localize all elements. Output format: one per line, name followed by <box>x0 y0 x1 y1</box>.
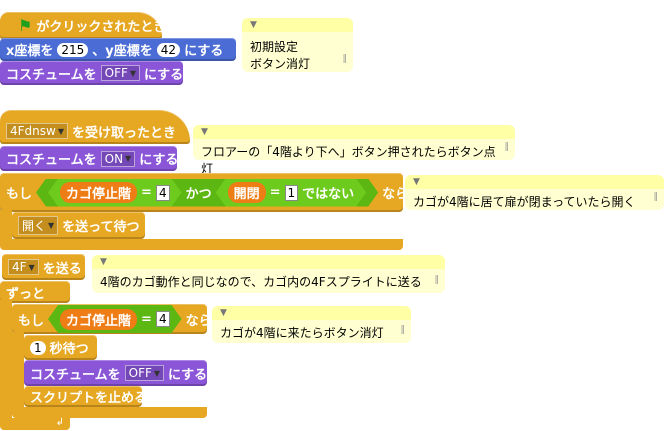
resize-grip-icon[interactable]: ‖ <box>653 192 659 202</box>
message-value: 開く <box>22 219 47 233</box>
costume-dropdown[interactable]: OFF▼ <box>100 65 141 81</box>
and-label: かつ <box>185 187 212 202</box>
message-dropdown[interactable]: 4Fdnsw▼ <box>6 123 68 139</box>
message-value: 4F <box>12 260 27 274</box>
wait-block[interactable]: 1 秒待つ <box>24 335 97 360</box>
collapse-triangle-icon[interactable]: ▼ <box>220 308 227 318</box>
costume-suffix: にする <box>144 67 184 83</box>
collapse-triangle-icon[interactable]: ▼ <box>413 177 420 187</box>
stop-script-block[interactable]: スクリプトを止める <box>24 386 147 407</box>
equals-sign: = <box>269 185 281 200</box>
costume-dropdown[interactable]: ON▼ <box>100 150 136 167</box>
collapse-triangle-icon[interactable]: ▼ <box>250 20 257 30</box>
y-input[interactable]: 42 <box>156 42 181 57</box>
hat-label: を受け取ったとき <box>71 125 176 141</box>
resize-grip-icon[interactable]: ‖ <box>400 325 406 335</box>
if-label: もし <box>18 313 45 329</box>
stop-label: スクリプトを止める <box>30 391 148 406</box>
comment-initial-setup[interactable]: ▼ 初期設定 ボタン消灯 ‖ <box>242 18 353 72</box>
costume-label: コスチュームを <box>30 367 121 383</box>
dropdown-arrow-icon: ▼ <box>153 368 161 378</box>
costume-dropdown[interactable]: OFF▼ <box>124 365 165 381</box>
comment-button-light[interactable]: ▼ フロアーの「4階より下へ」ボタン押されたらボタン点灯 ‖ <box>193 125 515 176</box>
comment-text: フロアーの「4階より下へ」ボタン押されたらボタン点灯 <box>201 145 496 176</box>
collapse-triangle-icon[interactable]: ▼ <box>100 257 107 267</box>
green-flag-icon: ⚑ <box>18 16 33 35</box>
costume-suffix: にする <box>168 367 208 383</box>
forever-label: ずっと <box>6 286 46 302</box>
costume-suffix: にする <box>139 153 179 168</box>
comment-open-door[interactable]: ▼ カゴが4階に居て扉が閉まっていたら開く ‖ <box>405 175 664 210</box>
broadcast-block[interactable]: 4F▼ を送る <box>2 254 85 280</box>
resize-grip-icon[interactable]: ‖ <box>342 54 348 64</box>
when-receive-hat-block[interactable]: 4Fdnsw▼ を受け取ったとき <box>0 110 190 144</box>
comment-text: 初期設定 ボタン消灯 <box>250 40 311 71</box>
broadcast-label: を送る <box>42 261 82 277</box>
dropdown-arrow-icon: ▼ <box>125 154 132 163</box>
comment-text: カゴが4階に居て扉が閉まっていたら開く <box>413 195 636 209</box>
equals-sign: = <box>141 311 152 327</box>
goto-x-label: x座標を <box>6 44 54 59</box>
collapse-triangle-icon[interactable]: ▼ <box>201 127 208 137</box>
variable-reporter[interactable]: カゴ停止階 <box>60 309 137 330</box>
costume-value: OFF <box>104 66 128 80</box>
costume-value: OFF <box>128 366 152 380</box>
if-block[interactable]: もし カゴ停止階=4 なら <box>12 304 212 334</box>
comment-turn-off[interactable]: ▼ カゴが4階に来たらボタン消灯 ‖ <box>212 306 411 343</box>
seconds-input[interactable]: 1 <box>30 340 46 355</box>
if-label: もし <box>6 187 33 202</box>
if-bottom <box>0 239 403 250</box>
costume-value: ON <box>104 151 124 166</box>
variable-reporter[interactable]: 開閉 <box>228 182 266 203</box>
goto-xy-block[interactable]: x座標を 215 、y座標を 42 にする <box>0 38 236 61</box>
dropdown-arrow-icon: ▼ <box>129 68 137 78</box>
value-input[interactable]: 4 <box>156 185 170 201</box>
variable-reporter[interactable]: カゴ停止階 <box>60 182 137 203</box>
costume-label: コスチュームを <box>6 67 97 83</box>
equals-sign: = <box>141 185 152 200</box>
switch-costume-block[interactable]: コスチュームを OFF▼ にする <box>24 360 207 386</box>
hat-label: がクリックされたとき <box>36 20 167 35</box>
message-dropdown[interactable]: 開く▼ <box>18 216 59 235</box>
switch-costume-block[interactable]: コスチュームを OFF▼ にする <box>0 61 183 85</box>
wait-label: 秒待つ <box>49 342 89 357</box>
then-label: なら <box>382 187 409 202</box>
if-arm <box>0 210 12 242</box>
dropdown-arrow-icon: ▼ <box>28 262 35 272</box>
if-arm <box>12 332 24 410</box>
goto-y-label: 、y座標を <box>92 44 153 59</box>
equals-operator[interactable]: カゴ停止階=4 <box>48 305 182 333</box>
resize-grip-icon[interactable]: ‖ <box>504 142 510 152</box>
forever-block[interactable]: ずっと <box>0 281 70 303</box>
message-value: 4Fdnsw <box>10 124 56 138</box>
resize-grip-icon[interactable]: ‖ <box>434 275 440 285</box>
goto-suffix: にする <box>184 44 224 59</box>
costume-label: コスチュームを <box>6 153 97 168</box>
loop-arrow-icon: ↲ <box>55 417 64 428</box>
comment-send-4f[interactable]: ▼ 4階のカゴ動作と同じなので、カゴ内の4Fスプライトに送る ‖ <box>92 255 445 293</box>
if-bottom <box>12 407 207 418</box>
comment-text: 4階のカゴ動作と同じなので、カゴ内の4Fスプライトに送る <box>100 275 422 289</box>
x-input[interactable]: 215 <box>57 42 89 57</box>
not-label: ではない <box>302 187 355 202</box>
forever-arm <box>0 300 12 420</box>
broadcast-wait-label: を送って待つ <box>62 220 140 235</box>
switch-costume-block[interactable]: コスチュームを ON▼ にする <box>0 146 179 171</box>
dropdown-arrow-icon: ▼ <box>48 221 55 230</box>
value-input[interactable]: 1 <box>285 185 299 201</box>
then-label: なら <box>185 313 212 329</box>
green-flag-hat-block[interactable]: ⚑ がクリックされたとき <box>0 12 166 39</box>
message-dropdown[interactable]: 4F▼ <box>8 259 39 275</box>
value-input[interactable]: 4 <box>156 311 170 327</box>
broadcast-and-wait-block[interactable]: 開く▼ を送って待つ <box>12 212 145 239</box>
equals-operator[interactable]: カゴ停止階 = 4 <box>48 179 182 207</box>
comment-text: カゴが4階に来たらボタン消灯 <box>220 326 384 340</box>
dropdown-arrow-icon: ▼ <box>57 126 64 136</box>
forever-bottom: ↲ <box>0 418 70 430</box>
